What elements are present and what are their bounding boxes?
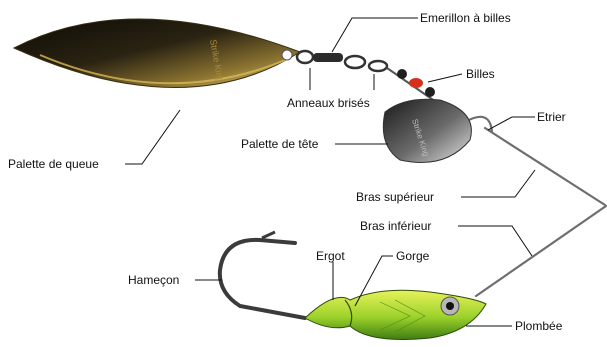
leader-etrier (488, 117, 535, 130)
label-palette-queue: Palette de queue (8, 157, 99, 171)
leader-billes (428, 74, 462, 82)
hook (220, 232, 305, 318)
head-blade: Strike King (383, 99, 471, 162)
upper-arm-wire (485, 128, 605, 205)
tail-blade: Strike King (14, 19, 300, 88)
lower-arm-wire (476, 206, 606, 296)
label-plombee: Plombée (515, 319, 563, 333)
leader-bras-inferieur (458, 226, 532, 256)
label-hamecon: Hameçon (128, 273, 179, 287)
leader-emerillon (332, 18, 418, 52)
label-palette-tete: Palette de tête (241, 137, 319, 151)
label-gorge: Gorge (396, 249, 430, 263)
label-ergot: Ergot (316, 249, 345, 263)
label-anneaux: Anneaux brisés (287, 96, 370, 110)
jig-head (305, 290, 486, 339)
label-bras-inferieur: Bras inférieur (360, 219, 431, 233)
leader-bras-superieur (461, 170, 535, 197)
leader-palette-queue (125, 110, 180, 164)
label-bras-superieur: Bras supérieur (356, 190, 434, 204)
label-billes: Billes (466, 67, 495, 81)
label-emerillon: Emerillon à billes (420, 11, 511, 25)
label-etrier: Etrier (537, 110, 566, 124)
